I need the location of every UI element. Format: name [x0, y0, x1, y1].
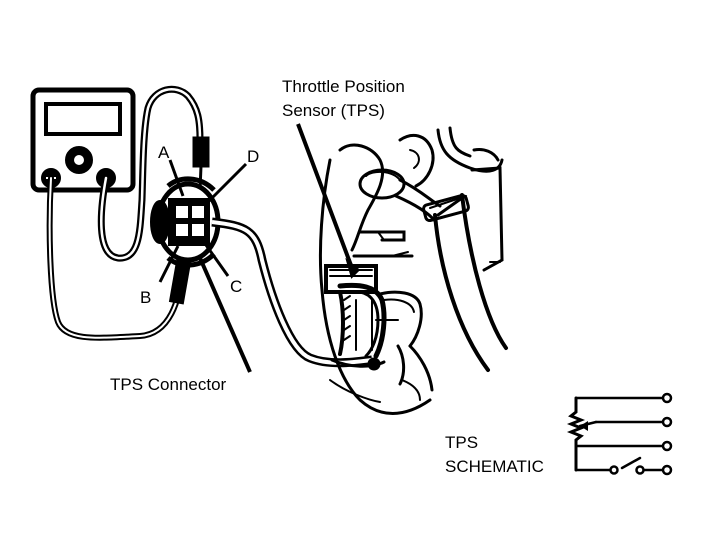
pin-c-label: C	[230, 277, 242, 296]
multimeter-display	[44, 102, 122, 136]
probe-a	[192, 136, 210, 191]
multimeter	[30, 87, 136, 193]
pin-d-label: D	[247, 147, 259, 166]
test-leads	[46, 85, 204, 341]
multimeter-body	[30, 87, 136, 193]
pin-b-label: B	[140, 288, 151, 307]
schematic-label-line1: TPS	[445, 433, 478, 452]
connector-label: TPS Connector	[110, 375, 227, 394]
tps-title-line2: Sensor (TPS)	[282, 101, 385, 120]
tps-title-line1: Throttle Position	[282, 77, 405, 96]
throttle-body-illustration	[318, 126, 508, 415]
schematic-label-line2: SCHEMATIC	[445, 457, 544, 476]
tps-connector	[150, 176, 221, 268]
tps-schematic	[566, 392, 673, 476]
pin-a-label: A	[158, 143, 170, 162]
